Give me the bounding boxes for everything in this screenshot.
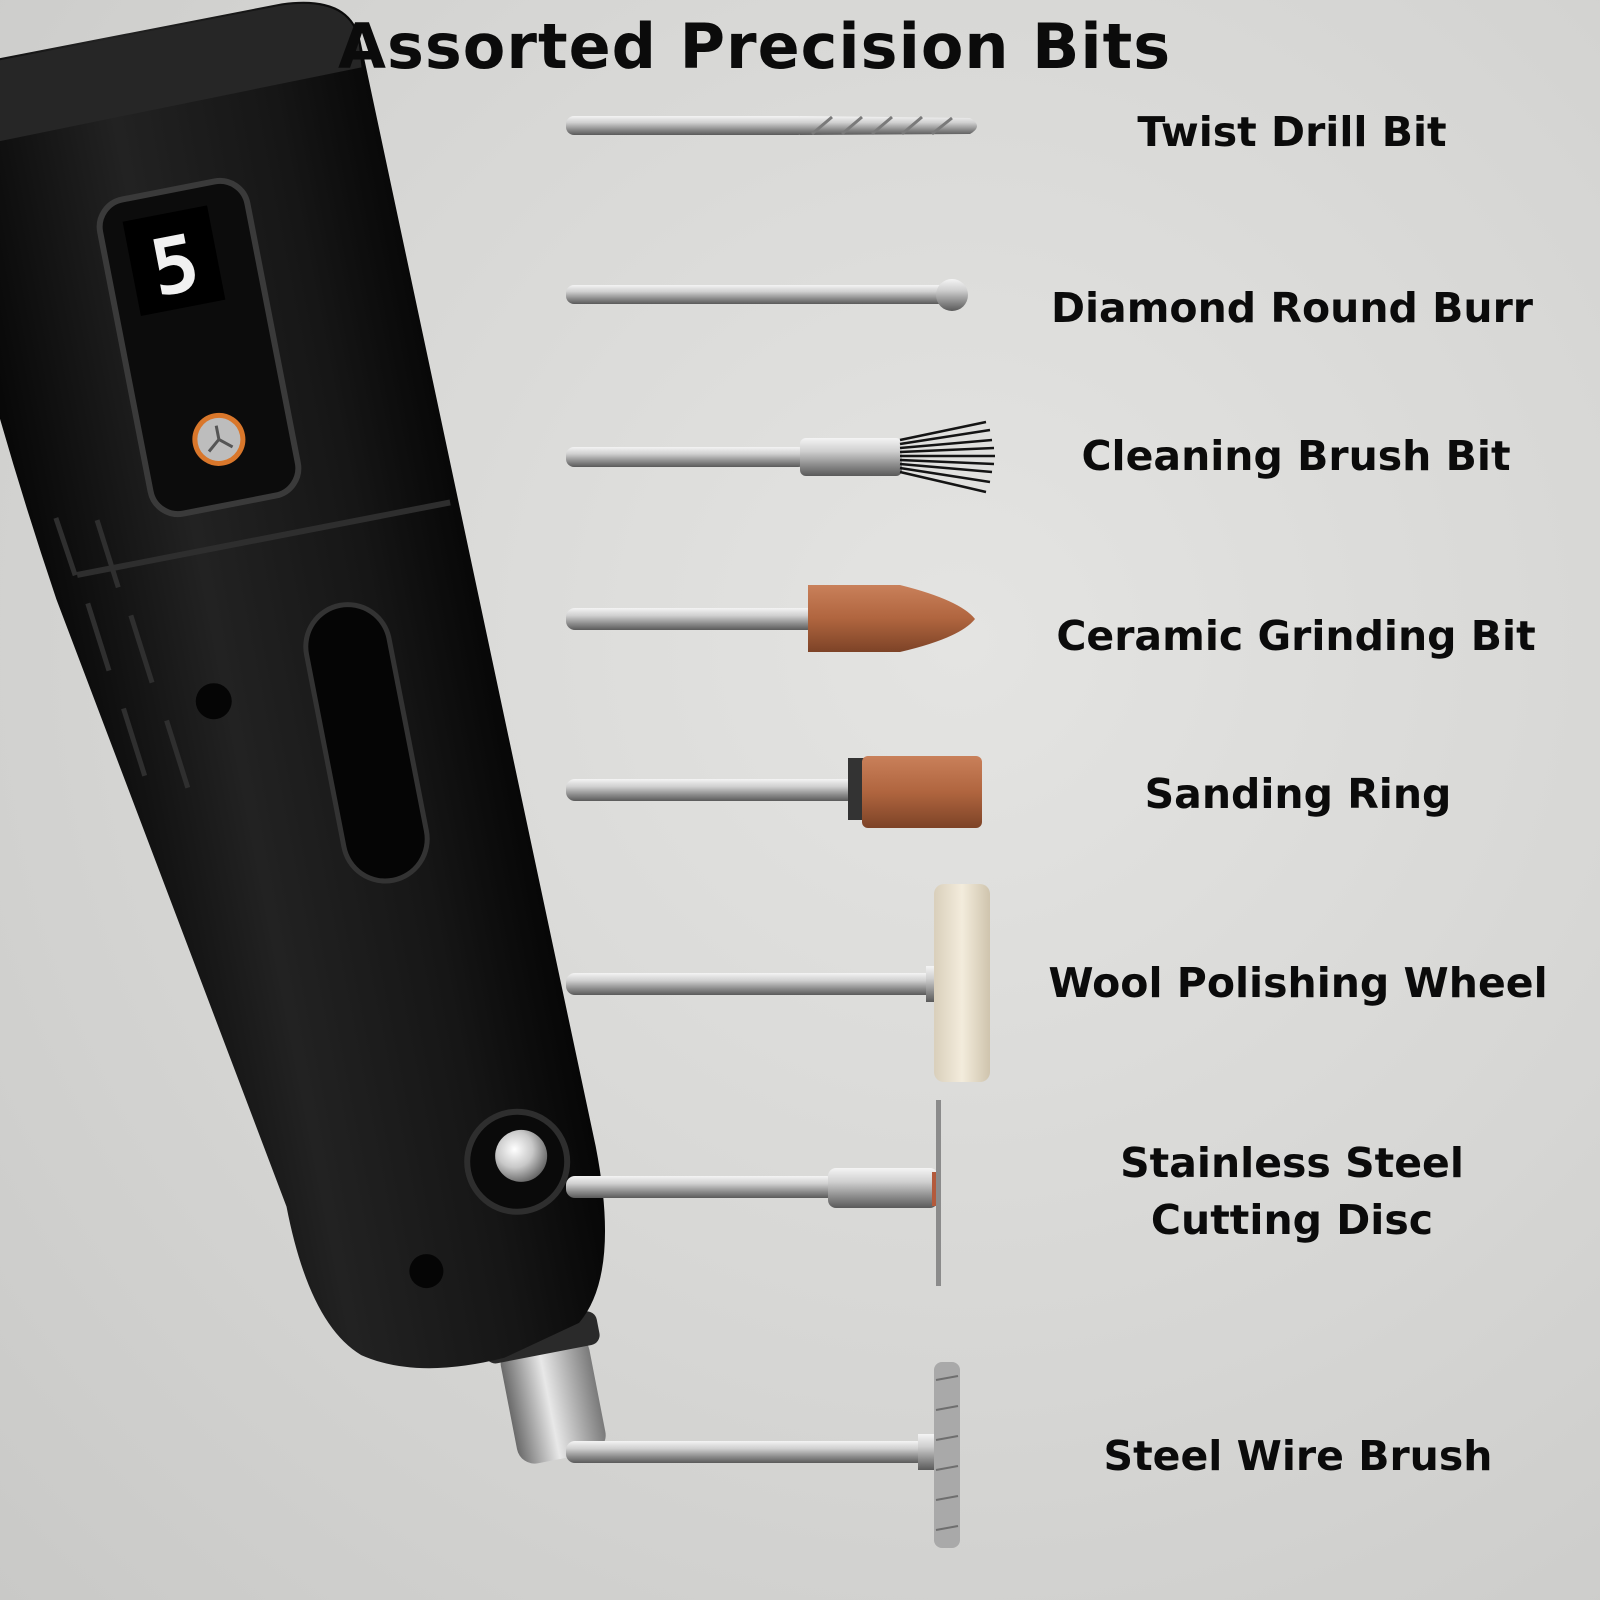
tool-grip-slot	[303, 602, 430, 884]
label-cutting-disc-line1: Stainless Steel	[1120, 1139, 1464, 1187]
brush-ferrule	[800, 438, 902, 476]
cutting-disc-mandrel	[828, 1168, 938, 1208]
ceramic-grinding-head	[808, 585, 975, 652]
tool-body	[0, 1, 605, 1369]
label-twist-drill-bit: Twist Drill Bit	[1137, 108, 1447, 156]
diamond-burr-shank	[566, 285, 946, 304]
cutting-disc-shank	[566, 1176, 836, 1198]
diamond-burr-head	[936, 279, 968, 311]
label-sanding-ring: Sanding Ring	[1144, 770, 1452, 818]
tool-screw-hole	[195, 683, 232, 720]
rotary-tool: 5	[0, 1, 606, 1464]
cutting-disc-blade	[936, 1100, 941, 1286]
twist-drill-bit	[566, 115, 977, 136]
page-title: Assorted Precision Bits	[338, 10, 1172, 83]
tool-band-seam	[76, 499, 451, 578]
wire-brush-shank	[566, 1441, 926, 1463]
wool-polishing-wheel	[566, 884, 990, 1082]
sanding-ring-sleeve	[862, 756, 982, 828]
label-stainless-steel-cutting-disc: Stainless Steel Cutting Disc	[1120, 1135, 1464, 1250]
cleaning-brush-bit	[566, 420, 995, 494]
label-cutting-disc-line2: Cutting Disc	[1150, 1196, 1434, 1245]
tool-lower-hole	[409, 1254, 444, 1289]
tool-side-vents	[53, 517, 191, 789]
label-cleaning-brush-bit: Cleaning Brush Bit	[1081, 432, 1511, 480]
ceramic-grinding-bit	[566, 585, 975, 652]
wool-wheel-felt	[934, 884, 990, 1082]
steel-wire-brush-bit	[566, 1362, 960, 1548]
shaft-lock-button[interactable]	[491, 1125, 552, 1186]
brush-shank	[566, 447, 806, 467]
label-ceramic-grinding-bit: Ceramic Grinding Bit	[1056, 612, 1536, 660]
ceramic-shank	[566, 608, 816, 630]
label-wool-polishing-wheel: Wool Polishing Wheel	[1048, 959, 1548, 1007]
twist-drill-shank	[566, 116, 806, 135]
brush-bristles	[899, 420, 995, 494]
label-steel-wire-brush: Steel Wire Brush	[1103, 1432, 1493, 1480]
tool-display-screen	[122, 205, 226, 317]
wire-brush-bristles	[934, 1362, 960, 1548]
tool-collet-nose	[500, 1334, 606, 1464]
sanding-ring-bit	[566, 756, 982, 828]
wire-brush-hub	[918, 1434, 938, 1470]
sanding-ring-shank	[566, 779, 856, 801]
tool-top-cap	[0, 3, 362, 154]
label-diamond-round-burr: Diamond Round Burr	[1050, 284, 1534, 332]
twist-drill-spiral	[811, 115, 953, 136]
power-icon	[207, 425, 234, 453]
diamond-round-burr	[566, 279, 968, 311]
cutting-disc-bit	[566, 1100, 941, 1286]
wire-brush-texture	[935, 1375, 959, 1531]
wool-wheel-shank	[566, 973, 936, 995]
